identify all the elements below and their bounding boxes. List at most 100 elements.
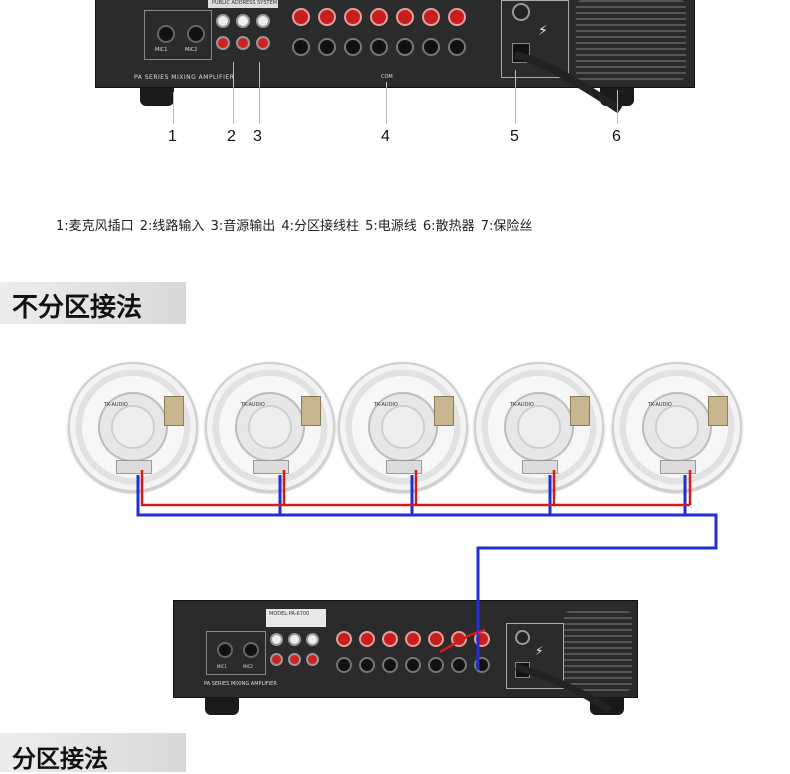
line-input-jack-red-2: [236, 36, 250, 50]
ceiling-speaker-4: TK-AUDIO: [474, 362, 604, 492]
fuse-holder: [512, 3, 530, 21]
amp-foot-left: [205, 697, 239, 715]
mic1-jack: [157, 25, 175, 43]
terminal-red-4: [405, 631, 421, 647]
mic1-label: MIC1: [155, 47, 168, 53]
terminal-black-4: [370, 38, 388, 56]
terminal-black-7: [448, 38, 466, 56]
callout-1: 1: [168, 128, 177, 145]
mic2-label: MIC2: [185, 47, 198, 53]
ceiling-speaker-2: TK-AUDIO: [205, 362, 335, 492]
zone-terminals: [286, 6, 476, 62]
ceiling-speaker-3: TK-AUDIO: [338, 362, 468, 492]
terminal-red-1: [336, 631, 352, 647]
speaker-cone: [642, 392, 712, 462]
com-label: COM: [381, 74, 393, 80]
mic2-jack: [187, 25, 205, 43]
red-bus-wire: [140, 470, 692, 654]
terminal-red-2: [359, 631, 375, 647]
fuse-holder: [515, 630, 530, 645]
terminal-red-1: [292, 8, 310, 26]
speaker-transformer: [164, 396, 184, 426]
terminal-black-5: [396, 38, 414, 56]
terminal-red-7: [448, 8, 466, 26]
pa-sign-plate: PUBLIC ADDRESS SYSTEM: [208, 0, 278, 8]
terminal-black-5: [428, 657, 444, 673]
terminal-black-1: [292, 38, 310, 56]
mic1-label: MIC1: [217, 664, 227, 669]
terminal-red-3: [382, 631, 398, 647]
section-title-zone: 分区接法: [12, 745, 108, 773]
speaker-transformer: [301, 396, 321, 426]
terminal-black-4: [405, 657, 421, 673]
output-jack-white: [256, 14, 270, 28]
pa-sign-text: PUBLIC ADDRESS SYSTEM: [212, 0, 278, 6]
line-input-jack-white: [216, 14, 230, 28]
speaker-brand: TK-AUDIO: [104, 402, 128, 408]
mic2-label: MIC2: [243, 664, 253, 669]
speaker-brand: TK-AUDIO: [648, 402, 672, 408]
speaker-brand: TK-AUDIO: [510, 402, 534, 408]
speaker-transformer: [708, 396, 728, 426]
power-cord: [514, 51, 623, 114]
rca-jacks: [214, 12, 274, 58]
component-legend: 1:麦克风插口 2:线路输入 3:音源输出 4:分区接线柱 5:电源线 6:散热…: [56, 219, 533, 234]
terminal-black-2: [318, 38, 336, 56]
heatsink-fan: [564, 611, 632, 691]
section-header-zone: 分区接法: [0, 733, 186, 773]
heatsink-fan: [576, 0, 686, 80]
brand-text-bottom: PA SERIES MIXING AMPLIFIER: [204, 681, 277, 687]
ceiling-speaker-1: TK-AUDIO: [68, 362, 198, 492]
power-cord-bottom: [515, 663, 612, 713]
mic-jack-panel: MIC1 MIC2: [144, 10, 212, 60]
terminal-black-6: [451, 657, 467, 673]
rca-jack-white-1: [270, 633, 283, 646]
ceiling-speaker-5: TK-AUDIO: [612, 362, 742, 492]
rca-jacks: [268, 631, 328, 671]
rca-jack-white-2: [288, 633, 301, 646]
section-header-no-zone: 不分区接法: [0, 282, 186, 324]
blue-bus-wire: [136, 475, 718, 670]
terminal-red-2: [318, 8, 336, 26]
callout-4: 4: [381, 128, 390, 145]
speaker-cone: [504, 392, 574, 462]
callout-3: 3: [253, 128, 262, 145]
terminal-black-1: [336, 657, 352, 673]
rca-jack-red-2: [288, 653, 301, 666]
line-input-jack-white-2: [236, 14, 250, 28]
lightning-icon: ⚡: [538, 23, 548, 39]
mic1-jack: [217, 642, 233, 658]
rca-jack-red-1: [270, 653, 283, 666]
speaker-cone: [368, 392, 438, 462]
section-title-no-zone: 不分区接法: [12, 293, 143, 323]
model-plate: MODEL:PA-6700: [266, 609, 326, 627]
mic-jack-panel: MIC1 MIC2: [206, 631, 266, 675]
terminal-black-3: [382, 657, 398, 673]
speaker-cone: [235, 392, 305, 462]
callout-5: 5: [510, 128, 519, 145]
leader-line-4: [386, 82, 387, 124]
speaker-transformer: [570, 396, 590, 426]
model-text: MODEL:PA-6700: [269, 611, 310, 617]
terminal-red-6: [422, 8, 440, 26]
output-jack-red: [256, 36, 270, 50]
terminal-red-5: [428, 631, 444, 647]
leader-line-2: [233, 62, 234, 124]
speaker-brand: TK-AUDIO: [241, 402, 265, 408]
speaker-brand: TK-AUDIO: [374, 402, 398, 408]
terminal-red-3: [344, 8, 362, 26]
speaker-cone: [98, 392, 168, 462]
line-input-jack-red: [216, 36, 230, 50]
speaker-terminal: [522, 460, 558, 474]
callout-6: 6: [612, 128, 621, 145]
speaker-terminal: [386, 460, 422, 474]
terminal-red-5: [396, 8, 414, 26]
amplifier-rear-panel-top: MIC1 MIC2 PUBLIC ADDRESS SYSTEM COM ⚡: [95, 0, 695, 88]
amp-foot-left: [140, 88, 174, 106]
speaker-terminal: [253, 460, 289, 474]
terminal-red-4: [370, 8, 388, 26]
leader-line-6: [617, 90, 618, 124]
rca-jack-white-3: [306, 633, 319, 646]
terminal-black-2: [359, 657, 375, 673]
